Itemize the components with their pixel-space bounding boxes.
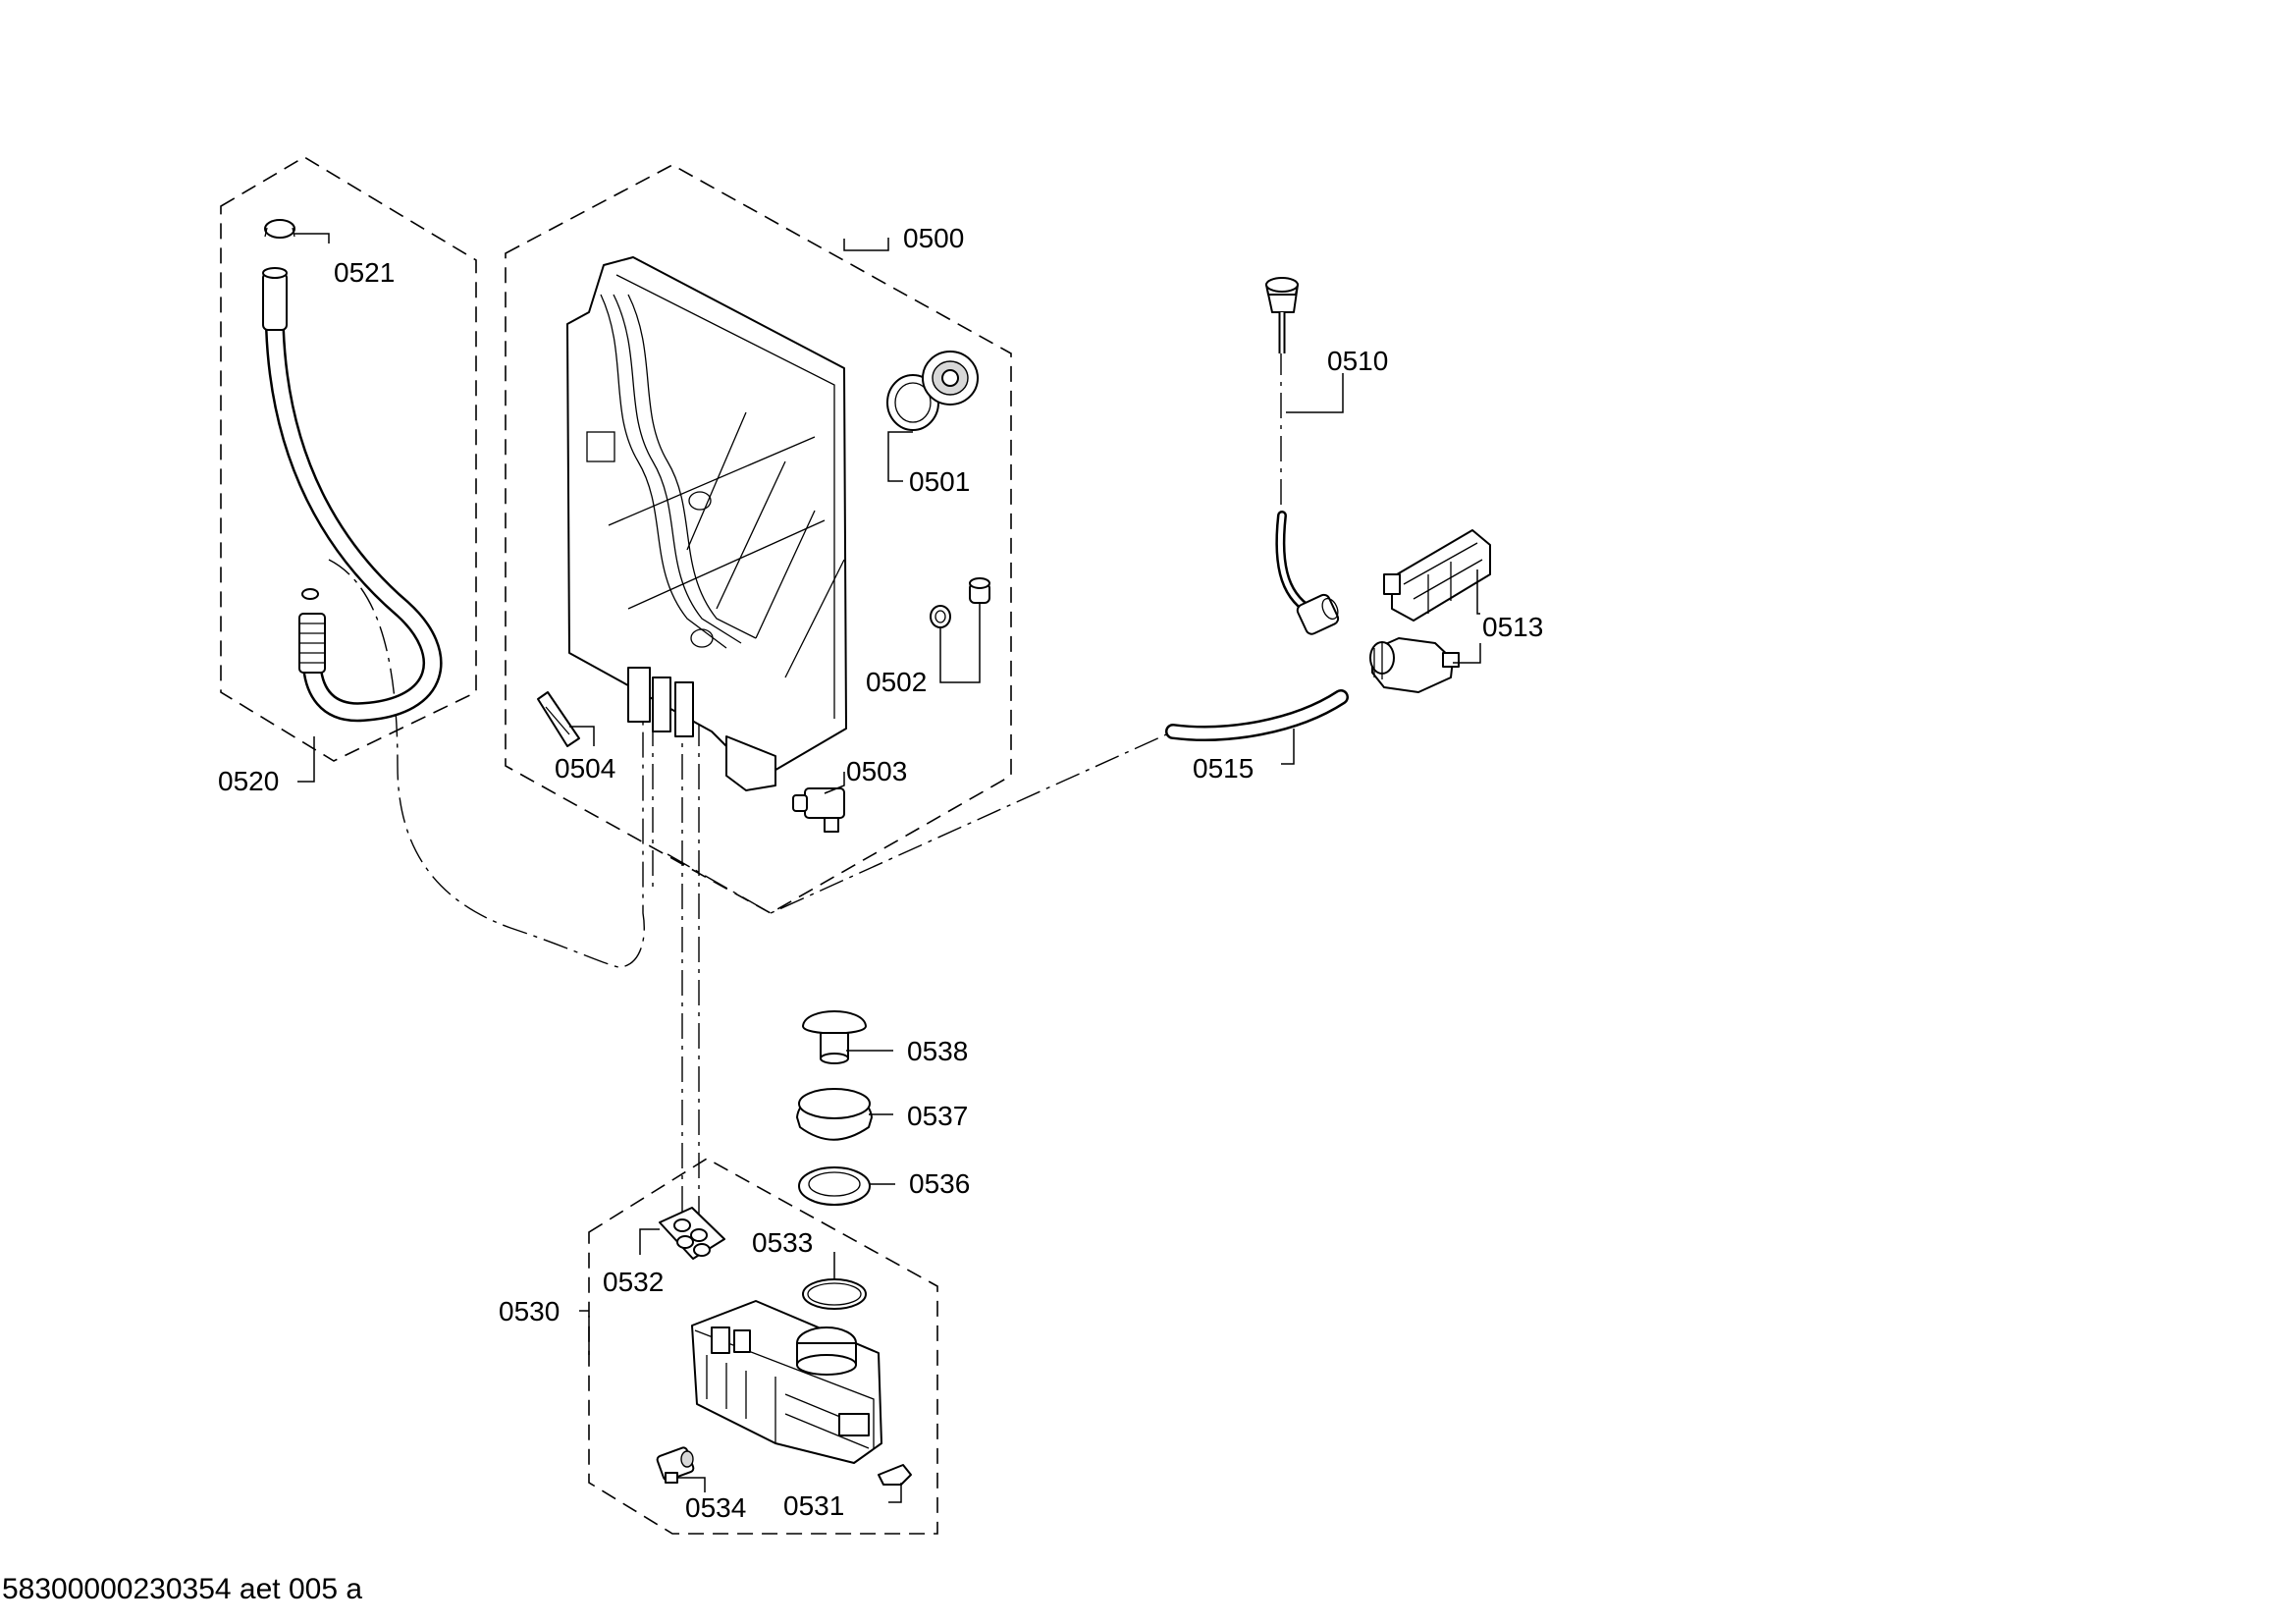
label-0537: 0537 bbox=[907, 1101, 968, 1131]
label-0501: 0501 bbox=[909, 466, 970, 497]
part-0501-seal-and-cap bbox=[886, 351, 979, 431]
part-0503-valve bbox=[792, 787, 845, 833]
part-0504-clip bbox=[537, 691, 580, 747]
label-0531: 0531 bbox=[783, 1490, 844, 1521]
label-0515: 0515 bbox=[1193, 753, 1254, 784]
label-0510: 0510 bbox=[1327, 346, 1388, 376]
label-0503: 0503 bbox=[846, 756, 907, 786]
part-0513-flowmeter bbox=[1369, 529, 1491, 693]
leader-lines bbox=[294, 233, 1481, 1503]
label-0521: 0521 bbox=[334, 257, 395, 288]
label-0532: 0532 bbox=[603, 1267, 664, 1297]
label-0534: 0534 bbox=[685, 1492, 746, 1523]
part-0538-plug bbox=[802, 1010, 867, 1064]
part-0521-hose-clamp bbox=[264, 219, 295, 239]
group-boundary-0520 bbox=[220, 156, 477, 762]
label-0500: 0500 bbox=[903, 223, 964, 253]
part-0533-o-ring bbox=[802, 1278, 867, 1310]
label-0536: 0536 bbox=[909, 1168, 970, 1199]
part-0510-inlet-hose bbox=[1265, 277, 1340, 635]
part-0515-hose bbox=[1165, 689, 1349, 741]
group-boundary-0530 bbox=[588, 1158, 938, 1535]
part-0502-fittings bbox=[930, 577, 990, 628]
part-0536-ring bbox=[798, 1166, 871, 1206]
label-0533: 0533 bbox=[752, 1227, 813, 1258]
part-0500-side-container bbox=[566, 256, 847, 791]
part-0531-clip bbox=[878, 1464, 912, 1486]
part-0532-seals-set bbox=[659, 1207, 725, 1260]
part-0530-heat-pump bbox=[691, 1300, 882, 1464]
label-0530: 0530 bbox=[499, 1296, 560, 1326]
part-0537-cap bbox=[796, 1088, 873, 1141]
label-0502: 0502 bbox=[866, 667, 927, 697]
label-0538: 0538 bbox=[907, 1036, 968, 1066]
label-0520: 0520 bbox=[218, 766, 279, 796]
part-0534-sensor bbox=[656, 1446, 695, 1484]
drawing-id: 58300000230354 aet 005 a bbox=[2, 1573, 362, 1605]
part-0520-drain-hose bbox=[262, 267, 443, 723]
label-0513: 0513 bbox=[1482, 612, 1543, 642]
label-0504: 0504 bbox=[555, 753, 615, 784]
group-boundary-0500 bbox=[505, 164, 1012, 914]
part-labels: 0521 0520 0500 0501 0502 0503 0504 0510 … bbox=[218, 223, 1543, 1523]
